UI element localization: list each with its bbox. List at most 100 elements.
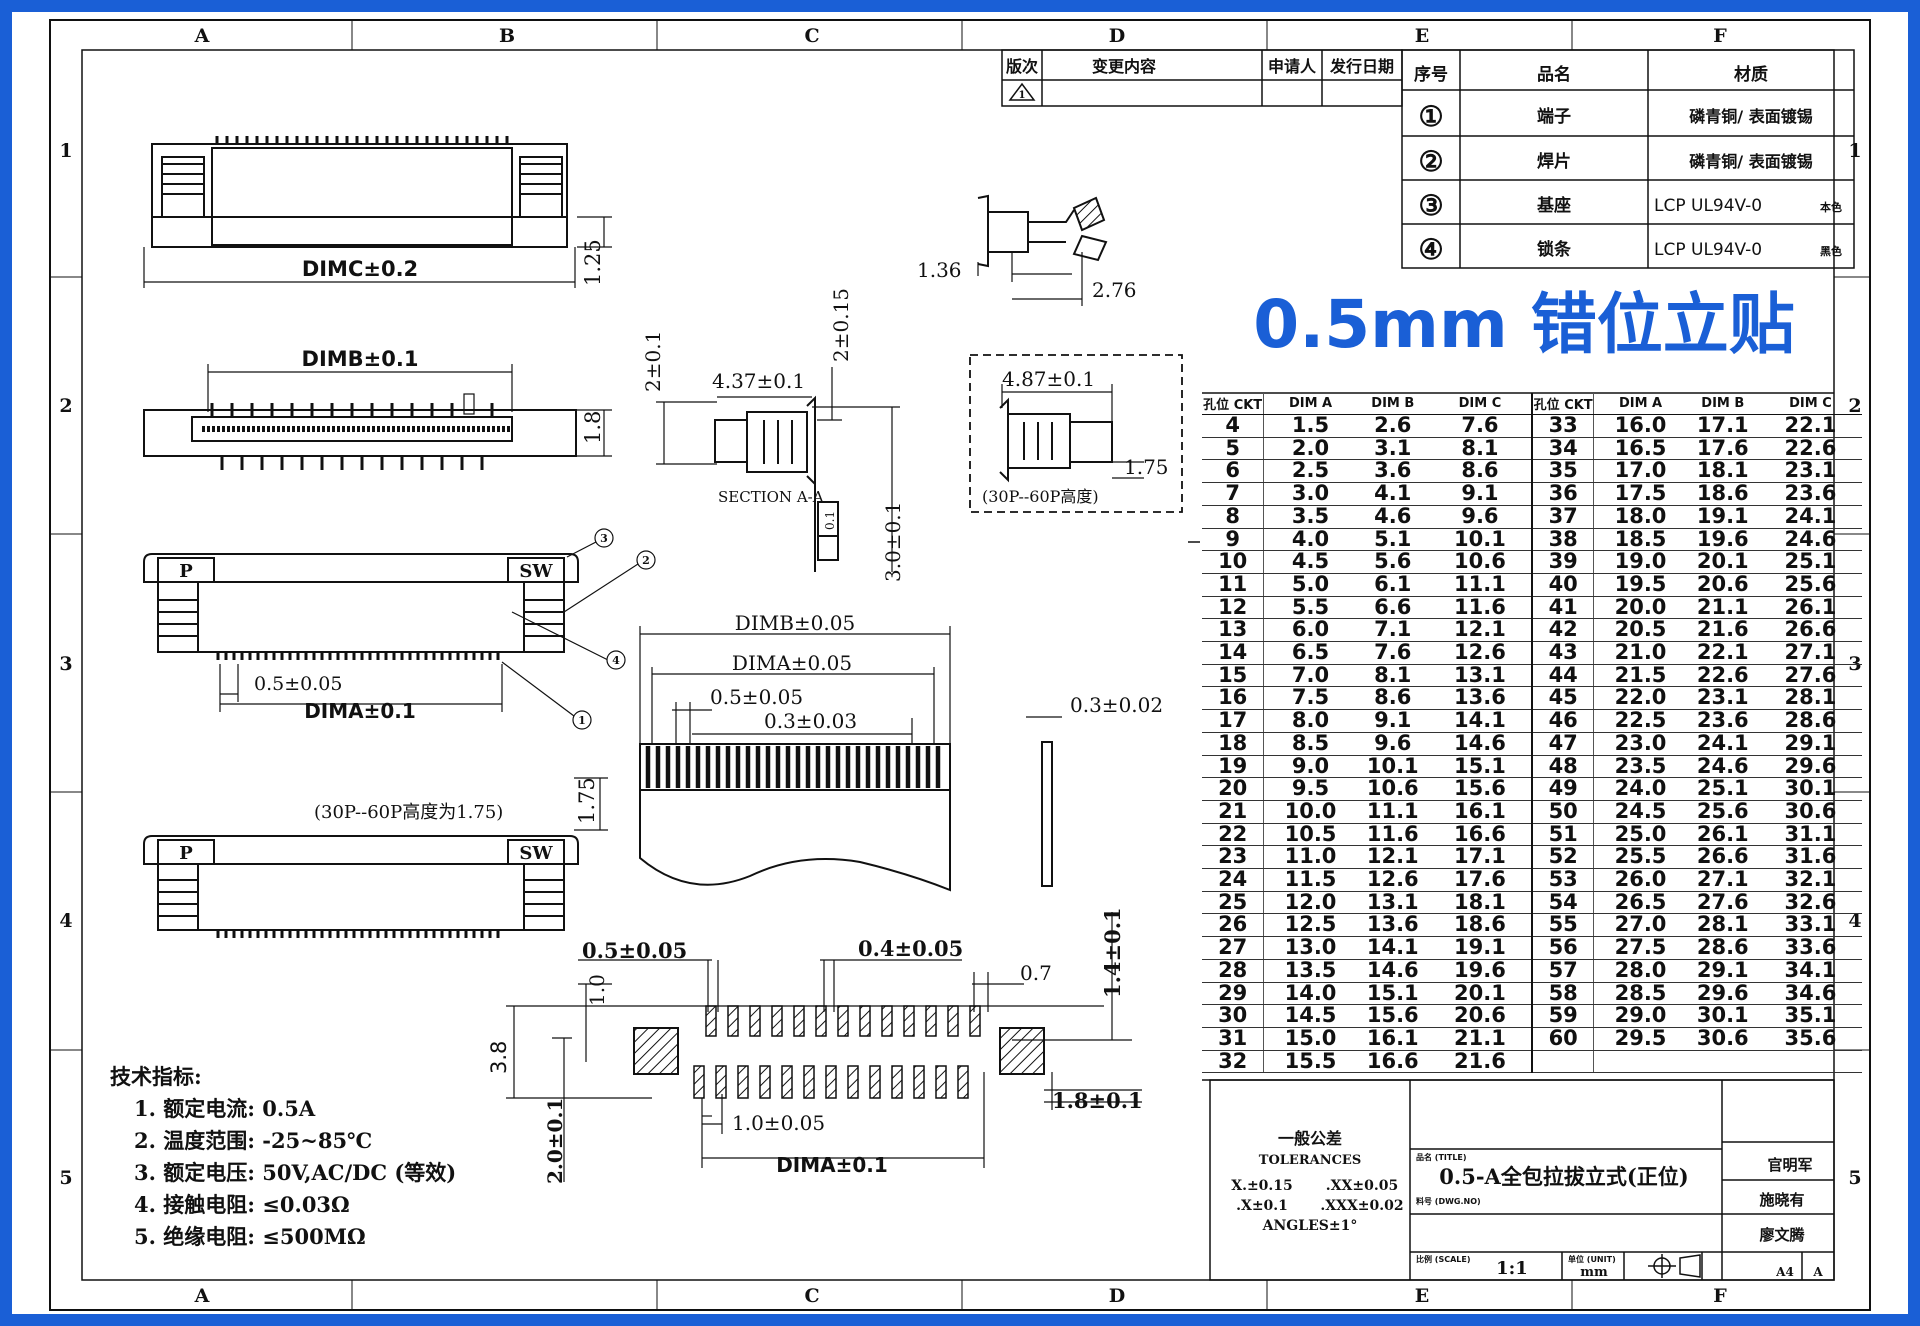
- table-cell: 34.1: [1758, 959, 1862, 983]
- spec-2: 2. 温度范围: -25~85℃: [134, 1128, 372, 1153]
- part-name-label: 品名 (TITLE): [1416, 1152, 1467, 1162]
- table-cell: 10.6: [1356, 778, 1429, 801]
- balloon-1: 1: [578, 714, 586, 727]
- table-cell: 21.6: [1428, 1050, 1534, 1074]
- dim-1-36: 1.36: [917, 258, 962, 282]
- table-cell: 6.5: [1263, 641, 1357, 665]
- table-cell: 8.6: [1356, 687, 1429, 711]
- table-cell: 34.6: [1758, 982, 1862, 1006]
- tol-1: X.±0.15: [1231, 1178, 1293, 1194]
- table-cell: [1593, 1050, 1687, 1074]
- dim-1-25: 1.25: [581, 239, 605, 286]
- table-cell: 7.5: [1263, 687, 1357, 711]
- dimc-header-left: DIM C: [1428, 393, 1534, 415]
- table-cell: 14.6: [1356, 959, 1429, 983]
- table-cell: 3.5: [1263, 505, 1357, 529]
- dima-header-left: DIM A: [1263, 393, 1357, 415]
- table-cell: 12.0: [1263, 891, 1357, 915]
- table-cell: 25.0: [1593, 823, 1687, 847]
- table-cell: 21.1: [1686, 596, 1759, 620]
- table-cell: 55: [1532, 914, 1595, 938]
- dim-pad-1-0: 1.0: [585, 974, 609, 1006]
- table-cell: 33.1: [1758, 914, 1862, 938]
- table-cell: 21: [1202, 800, 1265, 824]
- table-cell: 9.6: [1428, 505, 1534, 529]
- table-cell: 32: [1202, 1050, 1265, 1074]
- table-cell: 12.1: [1356, 846, 1429, 870]
- table-cell: 58: [1532, 982, 1595, 1006]
- table-cell: 30.6: [1686, 1027, 1759, 1051]
- table-cell: 21.6: [1686, 619, 1759, 643]
- table-cell: 16.1: [1428, 800, 1534, 824]
- grid-col-d-bottom: D: [1109, 1285, 1125, 1307]
- table-cell: 23.6: [1686, 709, 1759, 733]
- dimb-header-right: DIM B: [1686, 393, 1759, 415]
- rev-header-date: 发行日期: [1329, 57, 1394, 76]
- table-cell: 9: [1202, 528, 1265, 552]
- table-cell: 7.0: [1263, 664, 1357, 688]
- tol-2: .XX±0.05: [1326, 1178, 1398, 1194]
- table-cell: 6.0: [1263, 619, 1357, 643]
- table-cell: 53: [1532, 868, 1595, 892]
- table-cell: 23.1: [1686, 687, 1759, 711]
- table-cell: 59: [1532, 1005, 1595, 1028]
- table-cell: 26.6: [1758, 619, 1862, 643]
- table-cell: 22.5: [1593, 709, 1687, 733]
- table-cell: 26: [1202, 914, 1265, 938]
- table-cell: 17.1: [1686, 414, 1759, 438]
- rev-symbol: 1: [1019, 90, 1026, 101]
- table-cell: 23.1: [1758, 460, 1862, 484]
- table-cell: 41: [1532, 596, 1595, 620]
- table-cell: 9.1: [1356, 709, 1429, 733]
- table-cell: 15.1: [1356, 982, 1429, 1006]
- table-cell: 10.0: [1263, 800, 1357, 824]
- table-cell: 28.5: [1593, 982, 1687, 1006]
- table-cell: 18.1: [1686, 460, 1759, 484]
- table-cell: 47: [1532, 732, 1595, 756]
- top-view: [143, 143, 612, 288]
- dim-fpc-thickness: 0.3±0.02: [1070, 693, 1163, 717]
- table-cell: 54: [1532, 891, 1595, 915]
- table-cell: 12.1: [1428, 619, 1534, 643]
- grid-row-5: 5: [59, 1167, 72, 1189]
- rev-header-version: 版次: [1005, 57, 1038, 76]
- table-cell: 7.6: [1356, 641, 1429, 665]
- table-cell: 22.0: [1593, 687, 1687, 711]
- table-cell: 33: [1532, 414, 1595, 438]
- grid-col-a-bottom: A: [194, 1285, 210, 1307]
- table-cell: 9.0: [1263, 755, 1357, 779]
- table-cell: 29.0: [1593, 1005, 1687, 1028]
- table-cell: 27.0: [1593, 914, 1687, 938]
- table-cell: 29.6: [1686, 982, 1759, 1006]
- scale-value: 1:1: [1496, 1258, 1528, 1279]
- plan-view-30p-contacts: [216, 930, 500, 938]
- table-cell: [1758, 1050, 1862, 1074]
- table-cell: 8.5: [1263, 732, 1357, 756]
- table-cell: 13.6: [1428, 687, 1534, 711]
- table-cell: 29.1: [1758, 732, 1862, 756]
- table-cell: 21.1: [1428, 1027, 1534, 1051]
- note-30p-60p: (30P--60P高度为1.75): [314, 802, 503, 823]
- table-cell: 20.5: [1593, 619, 1687, 643]
- spec-4: 4. 接触电阻: ≤0.03Ω: [134, 1192, 350, 1217]
- mat-no-4: ④: [1418, 233, 1443, 266]
- table-cell: 8.1: [1356, 664, 1429, 688]
- table-cell: 6: [1202, 460, 1265, 484]
- table-cell: 60: [1532, 1027, 1595, 1051]
- table-cell: 52: [1532, 846, 1595, 870]
- tol-3: .X±0.1: [1236, 1198, 1288, 1214]
- plan-view: [143, 553, 579, 712]
- table-cell: 22.1: [1686, 641, 1759, 665]
- table-cell: 29.1: [1686, 959, 1759, 983]
- table-cell: 27: [1202, 936, 1265, 960]
- mat-no-3: ③: [1418, 189, 1443, 222]
- table-cell: 16.6: [1428, 823, 1534, 847]
- table-cell: 26.5: [1593, 891, 1687, 915]
- table-cell: 14.1: [1356, 936, 1429, 960]
